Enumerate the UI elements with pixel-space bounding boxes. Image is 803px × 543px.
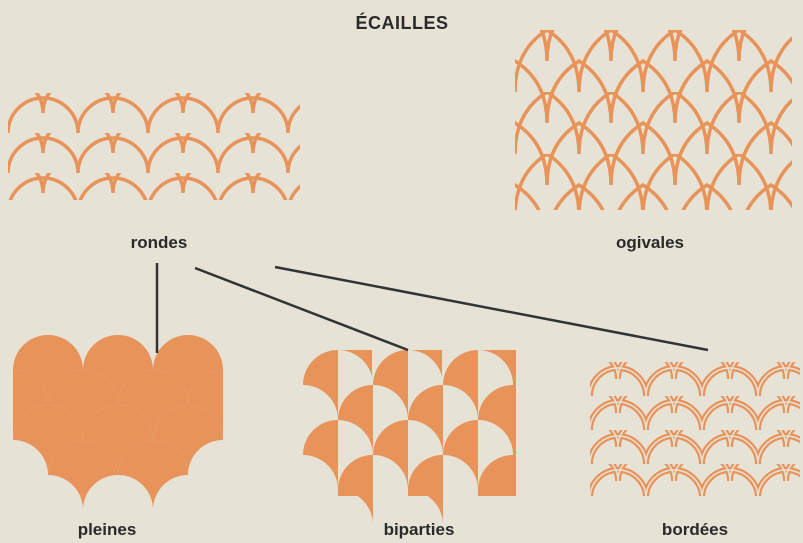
scales-pleines: [13, 335, 223, 510]
line-to-biparties: [195, 268, 408, 350]
scales-bordees: [590, 362, 803, 532]
scales-biparties: [303, 350, 516, 525]
diagram-title: ÉCAILLES: [355, 13, 448, 34]
label-rondes: rondes: [131, 233, 188, 253]
line-to-bordees: [275, 267, 708, 350]
label-biparties: biparties: [384, 520, 455, 540]
label-bordees: bordées: [662, 520, 728, 540]
label-pleines: pleines: [78, 520, 137, 540]
scales-ogivales: [515, 30, 803, 250]
connector-lines: [157, 263, 708, 353]
label-ogivales: ogivales: [616, 233, 684, 253]
